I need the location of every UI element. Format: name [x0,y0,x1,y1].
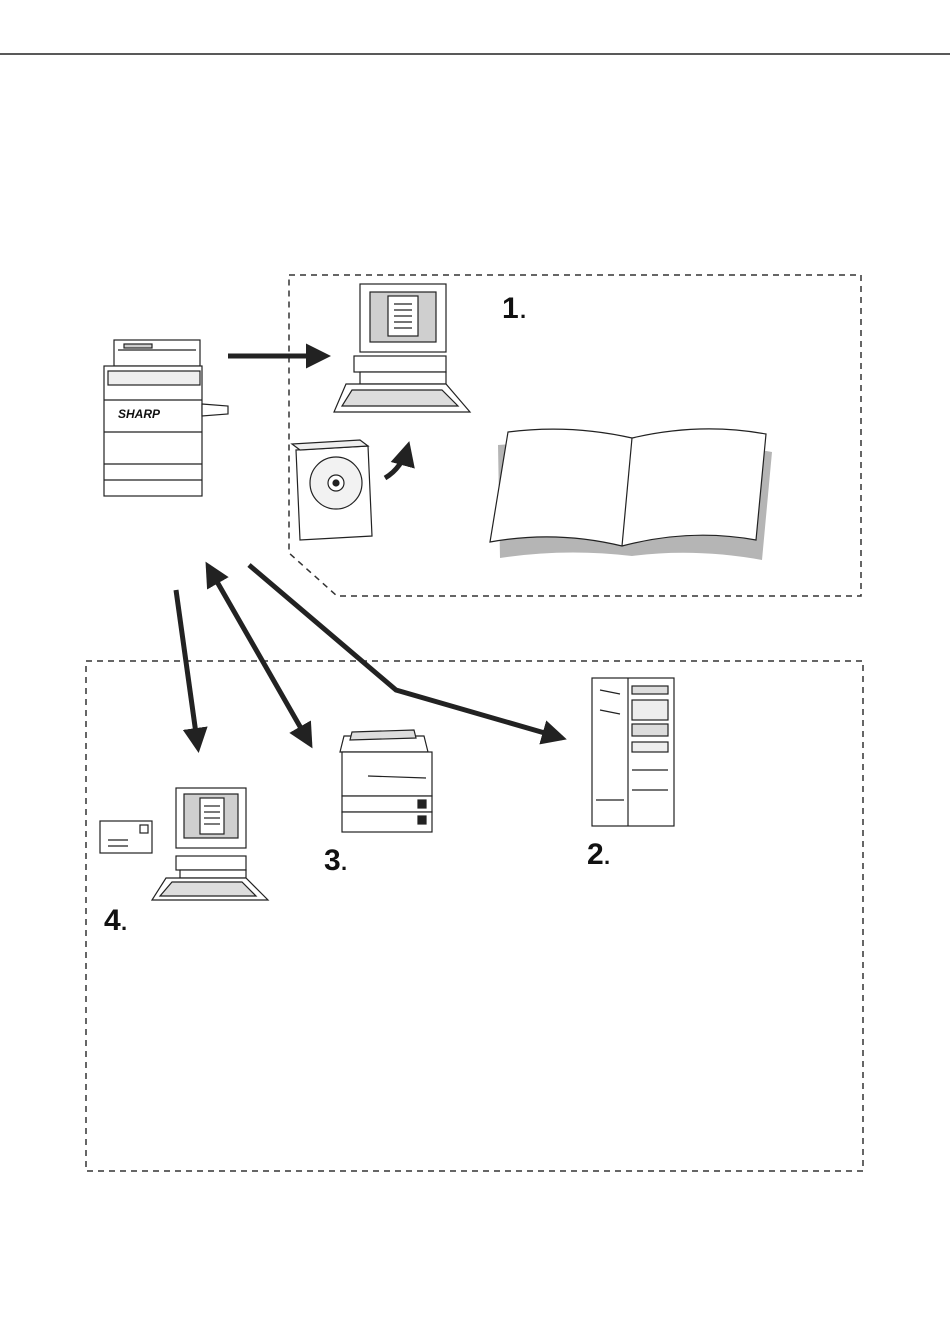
arrow-to-server-icon [249,565,562,738]
label-4-dot: . [121,910,127,935]
copier-icon: SHARP [104,340,228,496]
label-3-dot: . [341,850,347,875]
printer-icon [340,730,432,832]
computer-icon [334,284,470,412]
manual-book-icon [490,429,772,560]
arrow-to-client-icon [176,590,198,748]
cd-icon [292,440,372,540]
label-4: 4 [104,904,121,937]
brand-label: SHARP [118,407,161,421]
label-2: 2 [587,838,604,871]
label-3: 3 [324,844,341,877]
region-2-frame [86,661,863,1171]
label-1-dot: . [520,298,526,323]
server-tower-icon [592,678,674,826]
arrow-printer-bidirectional-icon [208,566,310,744]
label-2-dot: . [604,844,610,869]
client-computer-icon [152,788,268,900]
label-1: 1 [502,292,519,325]
envelope-icon [100,821,152,853]
install-arrow-icon [385,446,408,478]
